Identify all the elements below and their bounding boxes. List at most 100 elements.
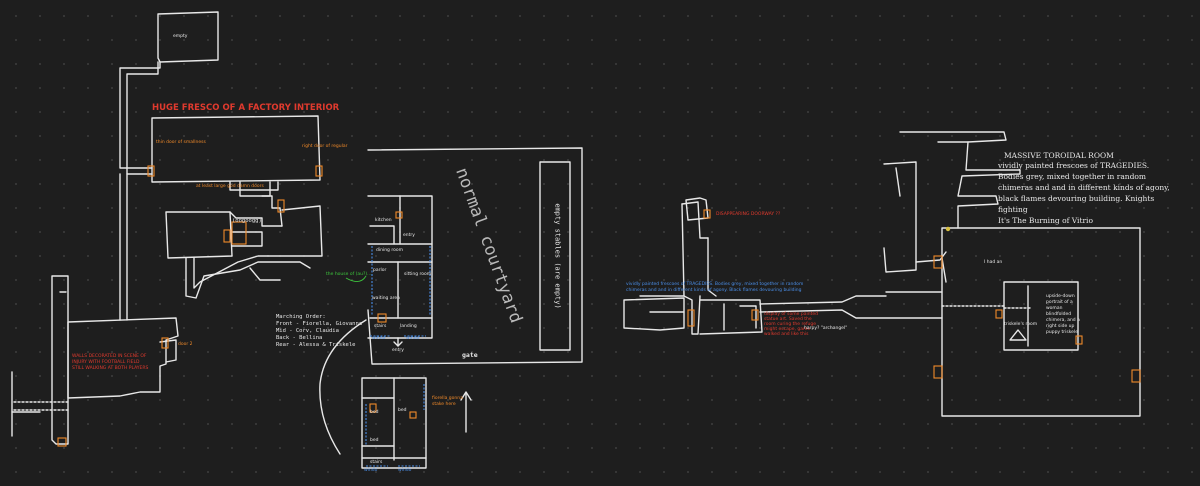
door-marker	[933, 255, 943, 269]
door-marker	[315, 165, 323, 177]
curved-walkway	[319, 319, 367, 455]
label-massive-5: black flames devouring building. Knights	[998, 194, 1155, 203]
door-marker	[377, 313, 387, 323]
label-landing: landing	[400, 324, 417, 329]
label-entry-top: entry	[403, 233, 415, 238]
label-toroid-6: right side up	[1046, 324, 1075, 329]
left-tower	[51, 275, 69, 445]
label-windo-1: windo	[372, 336, 386, 341]
label-red-mid-3: room curing the refuge	[764, 322, 817, 327]
door-marker	[703, 209, 711, 219]
label-huge-fresco: HUGE FRESCO OF A FACTORY INTERIOR	[152, 103, 340, 113]
lower-small-room	[165, 211, 233, 259]
door-marker	[687, 309, 695, 327]
yellow-marker	[945, 226, 951, 232]
label-toroid-5: chimera, and a	[1046, 318, 1080, 323]
door-marker	[57, 437, 67, 447]
label-bed-1: bed	[370, 410, 379, 415]
lower-house	[361, 377, 427, 469]
door-marker	[995, 309, 1003, 319]
label-massive-1: MASSIVE TOROIDAL ROOM	[1004, 151, 1114, 160]
label-stairs-lower: stairs	[370, 460, 383, 465]
label-windo-3: windo	[364, 468, 378, 473]
door-marker	[1131, 369, 1141, 383]
label-house-of: the house of (au?)...	[326, 272, 372, 277]
door-marker	[231, 221, 247, 245]
marching-back: Back - Bellina	[276, 335, 323, 341]
label-empty: empty	[173, 34, 188, 39]
label-door-2: door 2	[178, 342, 193, 347]
label-kitchen: kitchen	[375, 218, 392, 223]
door-marker	[933, 365, 943, 379]
marching-front: Front - Fiorella, Giovanna	[276, 321, 363, 327]
label-windo-2: windo	[406, 336, 420, 341]
factory-fresco-room	[151, 115, 321, 183]
label-red-mid-5: walked and like this	[764, 332, 809, 337]
label-waiting-area: waiting area	[372, 296, 400, 301]
door-marker	[751, 309, 759, 321]
label-windo-4: windo	[398, 468, 412, 473]
door-marker	[395, 211, 403, 219]
inner-room	[1003, 281, 1079, 351]
label-blue-vividly-1: vividly painted frescoes of TRAGEDIES. B…	[626, 282, 804, 287]
label-large-doors: at least large god damn doors	[196, 184, 264, 189]
label-massive-6: fighting	[998, 205, 1028, 214]
label-logoogog: (oogoogg)	[232, 218, 262, 224]
label-dining-room: dining room	[376, 248, 403, 253]
label-massive-7: It's The Burning of Vitrio	[998, 216, 1093, 225]
label-fiorella-1: fiorella gonna	[432, 396, 463, 401]
connector-right	[759, 295, 887, 305]
label-disappearing-doorway: DISAPPEARING DOORWAY ??	[716, 212, 781, 217]
label-toroid-3: woman	[1046, 306, 1063, 311]
curved-passage	[185, 257, 311, 299]
label-walls-note-2: INJURY WITH FOOTBALL FIELD	[72, 360, 140, 365]
label-harpy: harpy? "archangel"	[804, 326, 848, 331]
label-bed-3: bed	[398, 408, 407, 413]
door-marker	[147, 165, 155, 177]
marching-rear: Rear - Alessa & Triskele	[276, 342, 356, 348]
label-entry-bottom: entry	[392, 348, 404, 353]
wing-right	[699, 299, 763, 335]
label-stairs: stairs	[374, 324, 387, 329]
door-marker	[369, 403, 377, 413]
label-parlor: parlor	[373, 268, 387, 273]
label-gate: gate	[462, 351, 478, 359]
label-toroid-7: puppy triskele	[1046, 330, 1078, 335]
label-walls-note-1: WALLS DECORATED IN SCENE OF	[72, 354, 147, 359]
courtyard-outline	[367, 147, 583, 365]
toroidal-room	[941, 227, 1141, 417]
green-arrow	[345, 275, 367, 282]
label-toroid-1: upside-down	[1046, 294, 1075, 299]
empty-room-top	[157, 11, 219, 63]
marching-title: Marching Order:	[276, 314, 326, 320]
annex-top	[883, 161, 917, 273]
label-bed-2: bed	[370, 438, 379, 443]
label-thin-door: thin door of smallness	[156, 140, 206, 145]
label-red-mid-4: might escape, game	[764, 327, 811, 332]
label-toroid-4: blindfolded	[1046, 312, 1072, 317]
lower-left-complex	[67, 317, 179, 399]
corridor-factory-lower	[229, 181, 279, 191]
side-room	[229, 211, 283, 227]
label-toroid-2: portrait of a	[1046, 300, 1073, 305]
label-red-mid-1: display of some painted	[764, 312, 818, 317]
wing-left	[623, 297, 685, 331]
label-massive-4: chimeras and and in different kinds of a…	[998, 183, 1170, 192]
door-marker	[1075, 335, 1083, 345]
label-i-had-an: I had an	[984, 260, 1003, 265]
label-red-mid-2: statue art. Saved the	[764, 317, 812, 322]
label-empty-stables: empty stables (are empty)	[553, 203, 562, 309]
tall-tower	[681, 201, 709, 239]
label-right-door: right door of regular	[302, 144, 348, 149]
door-marker	[223, 229, 231, 243]
tower-cap	[685, 197, 709, 221]
marching-mid: Mid - Corv, Claudia	[276, 328, 339, 334]
label-blue-vividly-2: chimeras and and in different kinds of a…	[626, 288, 802, 293]
label-walls-note-3: STILL WALKING AT BOTH PLAYERS	[72, 366, 149, 371]
label-triskele-room: triskele's room	[1004, 322, 1038, 327]
door-marker	[277, 199, 285, 213]
corridor-left-vertical	[119, 61, 161, 169]
door-marker	[161, 337, 169, 349]
